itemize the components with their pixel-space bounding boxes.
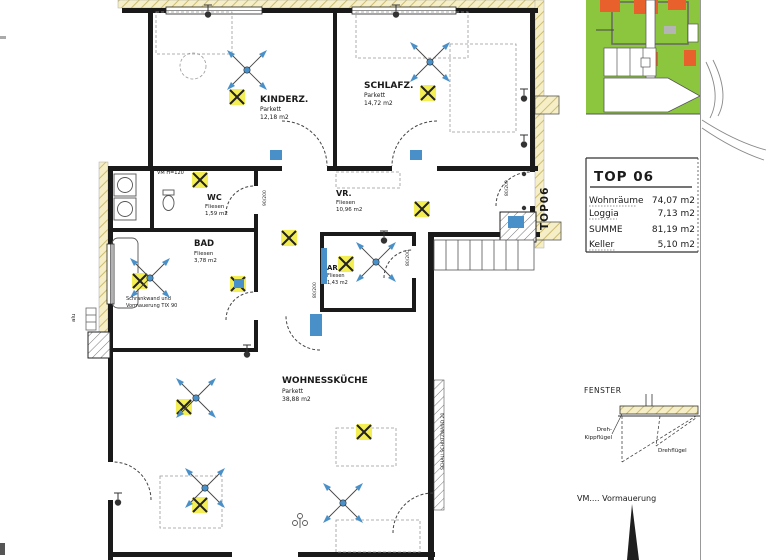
room-area-vr: 10,96 m2 <box>336 207 362 213</box>
info-row-label-keller: Keller <box>589 240 615 250</box>
door-swing-arcs <box>112 120 531 534</box>
chimney-block <box>87 331 111 359</box>
room-name-wc: WC <box>207 193 222 202</box>
room-area-schlafz: 14,72 m2 <box>364 100 393 107</box>
entrance-unit-label: TOP06 <box>539 187 551 230</box>
room-area-wc: 1,59 m2 <box>205 211 228 217</box>
stairwell <box>433 239 535 271</box>
drehfluegel-label: Drehflügel <box>658 448 687 454</box>
room-name-wohnkueche: WOHNESSKÜCHE <box>282 375 368 386</box>
dreh-kipp-label-line1: Dreh- <box>597 427 612 433</box>
info-row-label-summe: SUMME <box>589 225 623 235</box>
room-floor-kinderz: Parkett <box>260 106 282 113</box>
room-area-ar: 1,43 m2 <box>327 280 348 286</box>
room-area-bad: 3,78 m2 <box>194 258 217 264</box>
left-exterior-detail <box>85 307 97 331</box>
scan-artifact-mark <box>0 543 5 555</box>
wall-annotation-vertical: SCHALLSCHUTZWAND 20 <box>440 413 446 470</box>
scan-artifact-mark <box>0 36 6 39</box>
ceiling-lamp-icons <box>131 84 437 514</box>
info-row-value-summe: 81,19 m2 <box>652 225 695 235</box>
info-panel-title: TOP 06 <box>594 169 654 185</box>
room-name-kinderz: KINDERZ. <box>260 95 308 105</box>
room-name-vr: VR. <box>336 189 352 198</box>
info-row-value-wohnraeume: 74,07 m2 <box>652 196 695 206</box>
room-floor-ar: Fliesen <box>327 273 345 279</box>
info-row-value-keller: 5,10 m2 <box>658 240 695 250</box>
door-element-markers <box>234 150 524 336</box>
room-name-ar: AR <box>327 264 338 272</box>
bad-note-line1: Schrankwand und <box>126 296 171 302</box>
lamp-outlet-icons <box>129 41 451 524</box>
info-row-label-loggia: Loggia <box>589 209 619 219</box>
room-floor-schlafz: Parkett <box>364 92 386 99</box>
door-dim-ar: 80/200 <box>405 250 411 266</box>
room-labels: KINDERZ. Parkett 12,18 m2 SCHLAFZ. Parke… <box>194 81 413 403</box>
info-row-label-wohnraeume: Wohnräume <box>589 196 644 206</box>
sound-insulation-wall <box>433 379 445 511</box>
info-panel: TOP 06 Wohnräume 74,07 m2 Loggia 7,13 m2… <box>585 157 699 253</box>
door-jamb-dot <box>521 205 527 211</box>
sink-tap-icon <box>292 513 308 528</box>
site-road-curves <box>701 59 767 161</box>
room-floor-bad: Fliesen <box>194 251 214 257</box>
room-name-schlafz: SCHLAFZ. <box>364 81 413 91</box>
left-edge-note: alu <box>71 314 77 322</box>
dreh-kipp-label-line2: Kippflügel <box>585 435 613 441</box>
room-area-wohnkueche: 38,88 m2 <box>282 396 311 403</box>
wc-height-note: VM H=120 <box>157 170 184 176</box>
room-floor-vr: Fliesen <box>336 200 356 206</box>
bad-note-line2: Vormauerung TIX 90 <box>126 303 177 309</box>
room-floor-wc: Fliesen <box>205 204 225 210</box>
site-plan <box>586 0 701 115</box>
door-dim-wc: 90/200 <box>262 190 268 206</box>
room-area-kinderz: 12,18 m2 <box>260 114 289 121</box>
fenster-legend: FENSTER Dreh- Kippflügel Drehflügel <box>584 386 700 463</box>
info-row-value-loggia: 7,13 m2 <box>658 209 695 219</box>
vm-vormauerung-note: VM.... Vormauerung <box>577 494 656 503</box>
room-floor-wohnkueche: Parkett <box>282 388 304 395</box>
windows <box>106 6 457 305</box>
door-dim-entrance: 80/200 <box>504 180 510 196</box>
door-jamb-dot <box>521 171 527 177</box>
door-dim-corridor: 80/200 <box>312 282 318 298</box>
fenster-title: FENSTER <box>584 386 621 395</box>
scan-artifact-spike <box>627 504 639 560</box>
room-name-bad: BAD <box>194 239 214 249</box>
